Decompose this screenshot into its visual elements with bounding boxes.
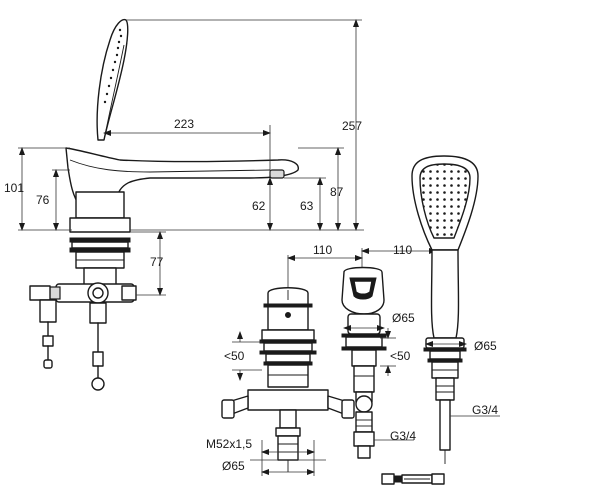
dim-87: 87 bbox=[330, 185, 344, 199]
dim-77: 77 bbox=[150, 255, 164, 269]
spacing-dimensions: 110 110 bbox=[287, 243, 437, 290]
dim-lt50-left: <50 bbox=[224, 349, 245, 363]
dim-62: 62 bbox=[252, 199, 266, 213]
dim-110-right: 110 bbox=[393, 243, 412, 257]
dim-d65-mid: Ø65 bbox=[392, 311, 415, 325]
dim-101: 101 bbox=[4, 181, 24, 195]
dim-g34-mid: G3/4 bbox=[390, 429, 416, 443]
handshower-dimensions: Ø65 G3/4 bbox=[425, 339, 500, 417]
diverter bbox=[341, 266, 445, 485]
dim-63: 63 bbox=[300, 199, 314, 213]
faucet-side-view bbox=[29, 18, 299, 391]
dim-d65-bottom: Ø65 bbox=[222, 459, 245, 473]
dim-g34-right: G3/4 bbox=[472, 403, 498, 417]
dim-lt50-mid: <50 bbox=[390, 349, 411, 363]
dim-76: 76 bbox=[36, 193, 50, 207]
left-dimensions: 223 257 101 76 62 63 87 77 bbox=[4, 19, 364, 296]
dim-d65-right: Ø65 bbox=[474, 339, 497, 353]
dim-m52: M52x1,5 bbox=[206, 437, 252, 451]
dim-110-left: 110 bbox=[313, 243, 332, 257]
mixer-dimensions: <50 M52x1,5 Ø65 bbox=[206, 331, 326, 476]
dim-257: 257 bbox=[342, 119, 362, 133]
diverter-dimensions: Ø65 <50 G3/4 bbox=[343, 311, 416, 443]
mixer-valve bbox=[221, 287, 355, 472]
dim-223: 223 bbox=[174, 117, 194, 131]
handshower bbox=[411, 155, 479, 464]
